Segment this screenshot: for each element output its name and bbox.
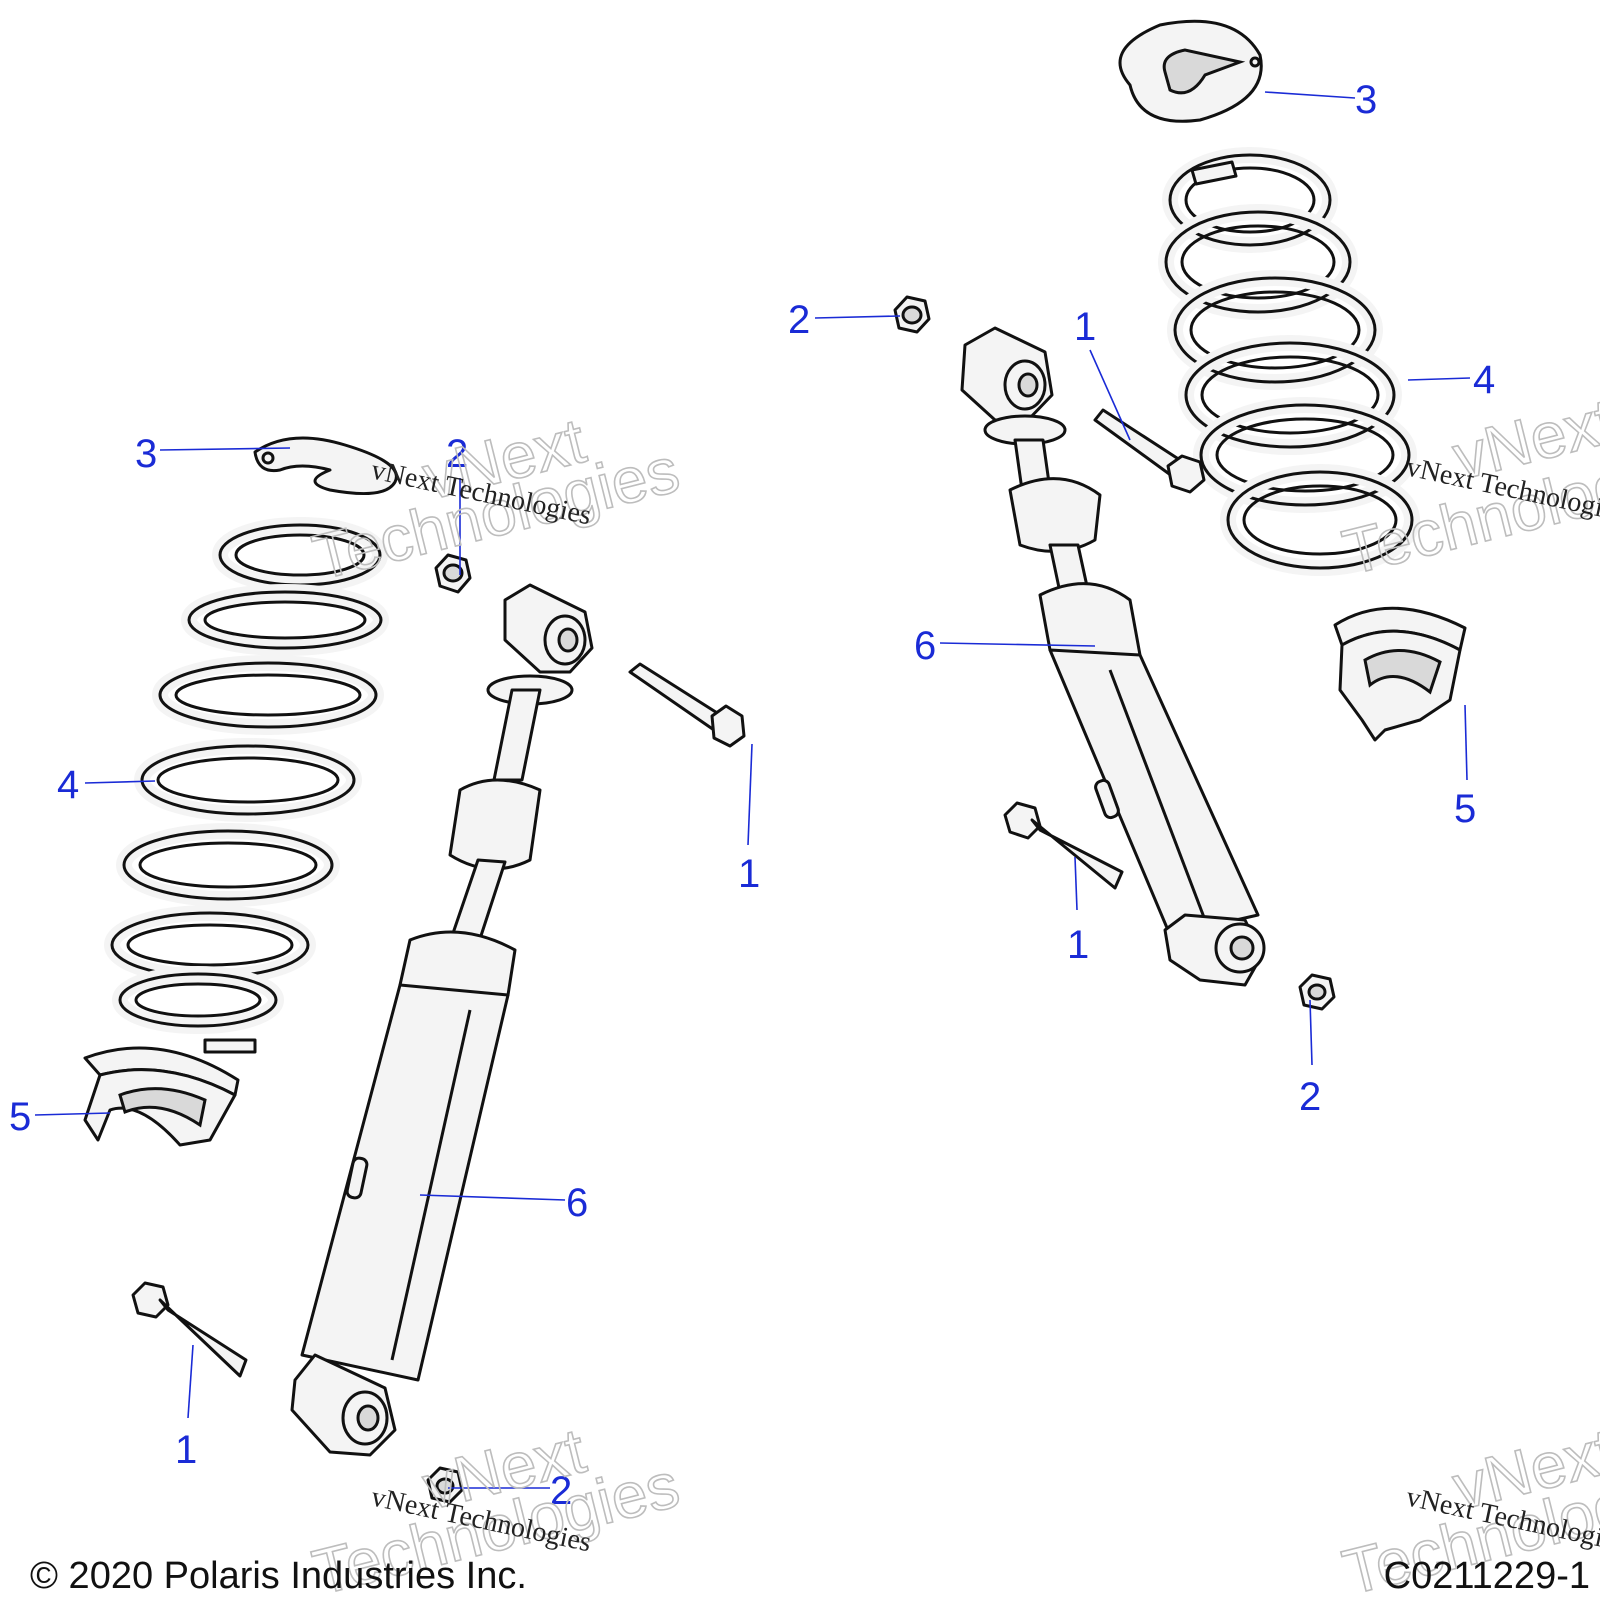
callout-left-bolt-bottom: 1	[175, 1428, 197, 1472]
callout-right-nut-top: 2	[788, 298, 810, 342]
callout-left-retainer: 3	[135, 432, 157, 476]
left-spring-seat	[83, 1046, 240, 1147]
callout-left-nut-top: 2	[446, 432, 468, 476]
copyright-text: © 2020 Polaris Industries Inc.	[30, 1555, 527, 1597]
right-assembly	[893, 19, 1467, 1011]
left-nut-bottom	[426, 1466, 464, 1504]
callout-right-bolt-bottom: 1	[1067, 923, 1089, 967]
left-bolt-top	[628, 662, 746, 748]
callout-right-retainer: 3	[1355, 78, 1377, 122]
left-shock-absorber	[290, 583, 594, 1457]
callout-right-shock: 6	[914, 624, 936, 668]
right-nut-bottom	[1298, 973, 1336, 1011]
callout-right-nut-bottom: 2	[1299, 1075, 1321, 1119]
callout-right-bolt-top: 1	[1074, 305, 1096, 349]
callout-numbers: 3 2 4 5 1 6 1 2 3 2 1 4 6 5 1 2	[9, 78, 1495, 1513]
watermark-top-left: vNext Technologies vNext Technologies	[305, 403, 687, 594]
left-bolt-bottom	[131, 1281, 248, 1378]
right-spring-retainer	[1118, 19, 1263, 123]
right-coil-spring	[1158, 147, 1420, 576]
callout-left-nut-bottom: 2	[550, 1469, 572, 1513]
left-coil-spring	[104, 517, 389, 1054]
leader-lines	[34, 91, 1471, 1489]
callout-right-seat: 5	[1454, 787, 1476, 831]
callout-left-bolt-top: 1	[738, 852, 760, 896]
left-assembly	[83, 436, 746, 1504]
figure-id: C0211229-1	[1384, 1555, 1590, 1597]
right-bolt-bottom	[1003, 801, 1124, 890]
callout-left-spring: 4	[57, 763, 79, 807]
right-shock-absorber	[960, 326, 1266, 987]
left-nut-top	[434, 553, 472, 594]
callout-left-seat: 5	[9, 1095, 31, 1139]
right-spring-seat	[1333, 606, 1467, 742]
callout-left-shock: 6	[566, 1181, 588, 1225]
right-bolt-top	[1093, 408, 1206, 494]
left-spring-retainer	[253, 436, 398, 496]
right-nut-top	[893, 295, 931, 334]
callout-right-spring: 4	[1473, 358, 1495, 402]
